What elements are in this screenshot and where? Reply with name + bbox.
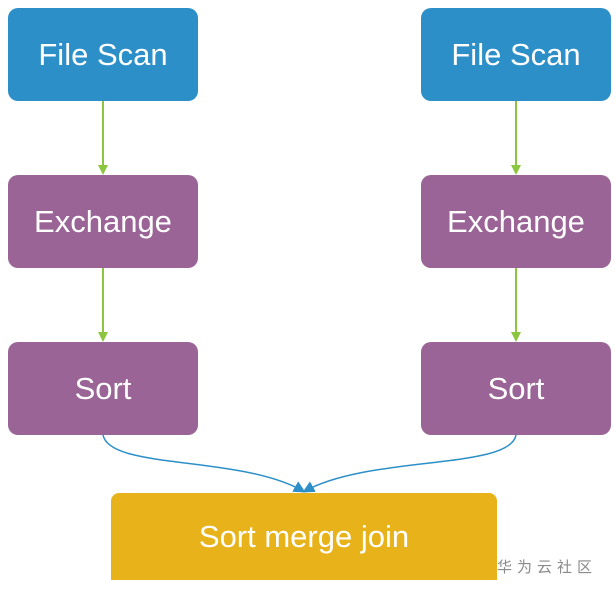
right-file-scan-node: File Scan [421, 8, 611, 101]
watermark: 华为云社区 [497, 559, 598, 576]
left-file-scan-label: File Scan [38, 36, 168, 72]
left-sort-node: Sort [8, 342, 198, 435]
right-file-scan-label: File Scan [451, 36, 581, 72]
edge-right-sort-to-join [302, 434, 517, 493]
left-exchange-node: Exchange [8, 175, 198, 268]
left-file-scan-node: File Scan [8, 8, 198, 101]
right-sort-label: Sort [487, 370, 545, 406]
right-exchange-label: Exchange [447, 203, 585, 239]
right-sort-node: Sort [421, 342, 611, 435]
sort-merge-join-label: Sort merge join [198, 518, 410, 554]
left-sort-label: Sort [74, 370, 132, 406]
right-exchange-node: Exchange [421, 175, 611, 268]
sort-merge-join-node: Sort merge join [111, 493, 497, 580]
edge-left-sort-to-join [102, 434, 306, 493]
left-exchange-label: Exchange [34, 203, 172, 239]
